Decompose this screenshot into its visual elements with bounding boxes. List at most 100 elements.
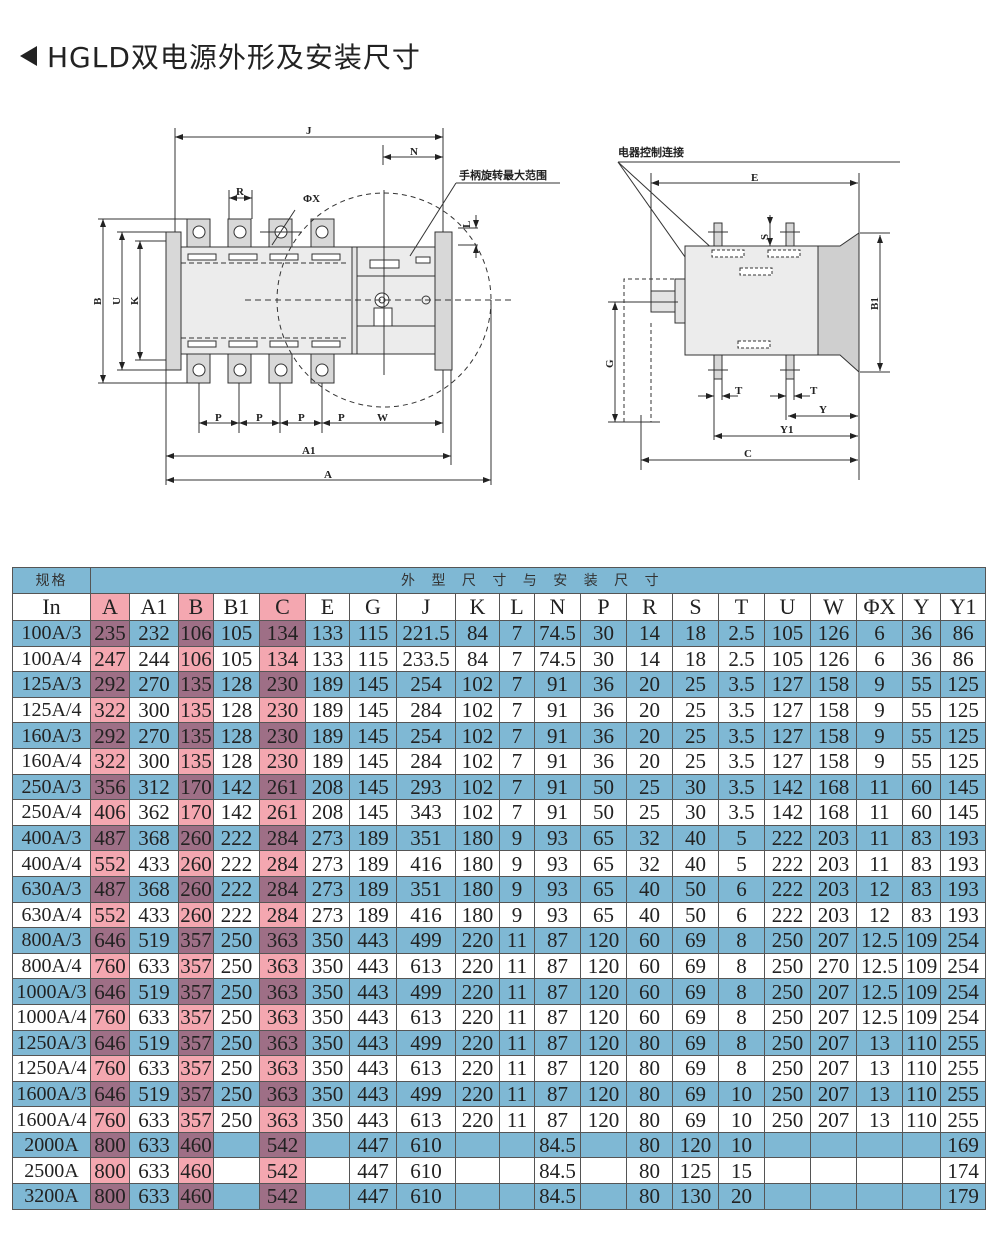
dimension-cell: 443 — [349, 1106, 397, 1133]
dimension-cell: 250 — [213, 1106, 260, 1133]
dim-label-e: E — [751, 172, 758, 184]
dimension-cell: 11 — [856, 824, 903, 852]
side-view-drawing — [608, 161, 900, 480]
dimension-cell: 363 — [259, 1106, 306, 1133]
dimension-cell: 222 — [764, 824, 811, 852]
dimension-cell: 11 — [499, 927, 535, 954]
dimension-cell: 135 — [178, 722, 214, 749]
dimension-cell: 633 — [129, 1131, 179, 1159]
dimension-cell: 203 — [810, 850, 857, 877]
column-header: P — [580, 593, 627, 621]
dimension-cell: 230 — [259, 722, 306, 749]
dimension-cell: 292 — [90, 671, 130, 698]
spec-cell: 630A/4 — [12, 901, 91, 929]
spec-cell: 1000A/3 — [12, 978, 91, 1005]
dim-label-r: R — [236, 186, 245, 198]
dimension-cell: 322 — [90, 696, 130, 724]
dimension-cell: 25 — [626, 773, 673, 801]
dimension-cell: 168 — [810, 773, 857, 801]
dimension-cell: 91 — [534, 799, 581, 826]
dimension-cell: 120 — [580, 1080, 627, 1108]
dimension-cell — [810, 1157, 857, 1185]
dimension-cell: 363 — [259, 978, 306, 1005]
dimension-cell: 9 — [499, 901, 535, 929]
dimension-cell: 13 — [856, 1106, 903, 1133]
dimension-cell: 542 — [259, 1183, 306, 1210]
dimension-cell: 207 — [810, 1106, 857, 1133]
dimension-cell: 284 — [259, 901, 306, 929]
dimension-cell: 222 — [213, 901, 260, 929]
dim-label-p: P — [338, 412, 345, 424]
dimension-cell: 244 — [129, 645, 179, 673]
dimension-cell — [856, 1183, 903, 1210]
dimension-cell: 30 — [580, 620, 627, 647]
dimension-cell: 80 — [626, 1157, 673, 1185]
dimension-cell: 343 — [396, 799, 456, 826]
dimension-cell: 7 — [499, 773, 535, 801]
dimension-cell: 80 — [626, 1183, 673, 1210]
dimension-cell: 120 — [580, 978, 627, 1005]
dim-label-x: ΦX — [303, 193, 320, 205]
spec-cell: 1000A/4 — [12, 1003, 91, 1031]
dimension-cell: 55 — [902, 747, 941, 775]
dimension-cell: 133 — [305, 645, 350, 673]
dimension-cell: 322 — [90, 747, 130, 775]
dimension-cell: 36 — [902, 645, 941, 673]
dimension-cell: 350 — [305, 1080, 350, 1108]
dimension-cell: 134 — [259, 620, 306, 647]
spec-cell: 160A/3 — [12, 722, 91, 749]
dimension-cell: 128 — [213, 722, 260, 749]
dimension-cell: 9 — [499, 875, 535, 903]
dimension-cell: 36 — [902, 620, 941, 647]
dimension-cell: 368 — [129, 824, 179, 852]
dimension-cell: 102 — [455, 799, 500, 826]
dimension-cell: 25 — [672, 722, 719, 749]
dimension-cell: 261 — [259, 799, 306, 826]
dimension-cell: 125 — [939, 671, 987, 698]
dimension-cell: 443 — [349, 1029, 397, 1057]
dimension-cell: 230 — [259, 671, 306, 698]
dimension-cell: 460 — [178, 1183, 214, 1210]
dimension-cell: 36 — [580, 671, 627, 698]
dimension-cell: 50 — [580, 773, 627, 801]
dimension-cell: 447 — [349, 1157, 397, 1185]
dimension-cell: 350 — [305, 1003, 350, 1031]
dimension-cell: 760 — [90, 1055, 130, 1082]
dimension-cell: 300 — [129, 696, 179, 724]
dimension-cell: 230 — [259, 747, 306, 775]
dimension-cell: 11 — [499, 1080, 535, 1108]
dimension-cell: 519 — [129, 1029, 179, 1057]
dimension-cell: 270 — [810, 952, 857, 980]
dimension-cell: 74.5 — [534, 620, 581, 647]
side-view-labels: 电器控制连接 E S B1 G T T Y Y1 C — [604, 145, 881, 460]
dimension-cell — [580, 1183, 627, 1210]
dimension-cell: 499 — [396, 1029, 456, 1057]
dimension-cell: 416 — [396, 850, 456, 877]
dimension-cell — [213, 1157, 260, 1185]
dimension-cell: 32 — [626, 850, 673, 877]
dimension-cell: 120 — [580, 1029, 627, 1057]
dimension-cell: 11 — [856, 799, 903, 826]
dimension-cell: 36 — [580, 696, 627, 724]
dimension-cell: 84.5 — [534, 1183, 581, 1210]
dimension-cell: 7 — [499, 645, 535, 673]
dimension-cell: 93 — [534, 901, 581, 929]
dimension-cell: 255 — [939, 1029, 987, 1057]
dimension-cell: 40 — [672, 824, 719, 852]
dimension-cell: 8 — [718, 927, 765, 954]
dimension-cell: 357 — [178, 978, 214, 1005]
dimension-cell: 60 — [626, 952, 673, 980]
dimension-cell: 3.5 — [718, 799, 765, 826]
dimension-cell: 613 — [396, 1106, 456, 1133]
dimension-cell: 169 — [939, 1131, 987, 1159]
dimension-cell: 293 — [396, 773, 456, 801]
dimension-cell: 193 — [939, 824, 987, 852]
dimension-cell: 208 — [305, 799, 350, 826]
dimension-cell: 87 — [534, 1003, 581, 1031]
dimension-cell: 250 — [213, 978, 260, 1005]
dimension-cell: 284 — [396, 747, 456, 775]
dimension-cell: 120 — [672, 1131, 719, 1159]
